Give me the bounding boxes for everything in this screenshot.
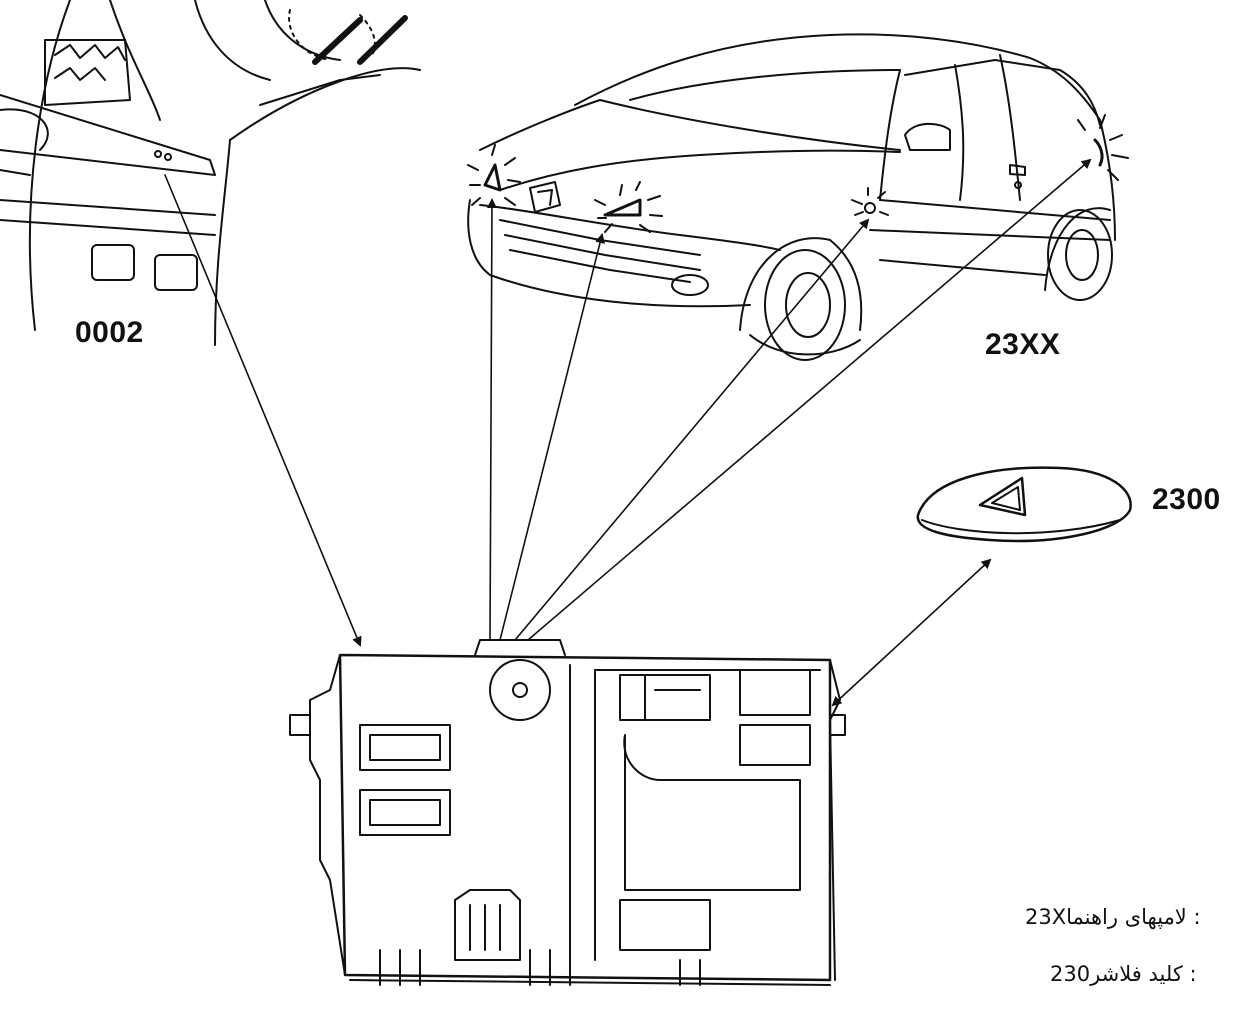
arrow-unit-to-switch	[831, 558, 992, 707]
label-lamps-23xx: 23XX	[985, 328, 1061, 361]
legend-text: : کلید فلاشر	[1090, 962, 1197, 986]
label-stalk-0002: 0002	[75, 316, 144, 349]
legend-code: 23X	[1025, 905, 1067, 929]
dashboard-stalk-illustration	[0, 0, 421, 346]
legend-text: : لامپهای راهنما	[1066, 905, 1201, 929]
arrow-unit-to-front-lamp	[499, 233, 605, 641]
signal-arrows	[164, 158, 1092, 707]
label-switch-2300: 2300	[1152, 483, 1221, 516]
legend-code: 230	[1050, 962, 1091, 986]
hazard-switch-illustration	[916, 466, 1132, 543]
legend-item-lamps: 23X: لامپهای راهنما	[1025, 905, 1201, 929]
control-unit-illustration	[289, 639, 846, 986]
car-illustration	[467, 33, 1129, 361]
arrow-unit-to-rear-lamp	[527, 158, 1092, 641]
arrow-unit-to-left-lamp	[486, 198, 497, 641]
arrow-stalk-to-unit	[164, 174, 362, 647]
legend-item-switch: 230: کلید فلاشر	[1050, 962, 1197, 986]
arrow-unit-to-side-lamp	[514, 218, 870, 641]
